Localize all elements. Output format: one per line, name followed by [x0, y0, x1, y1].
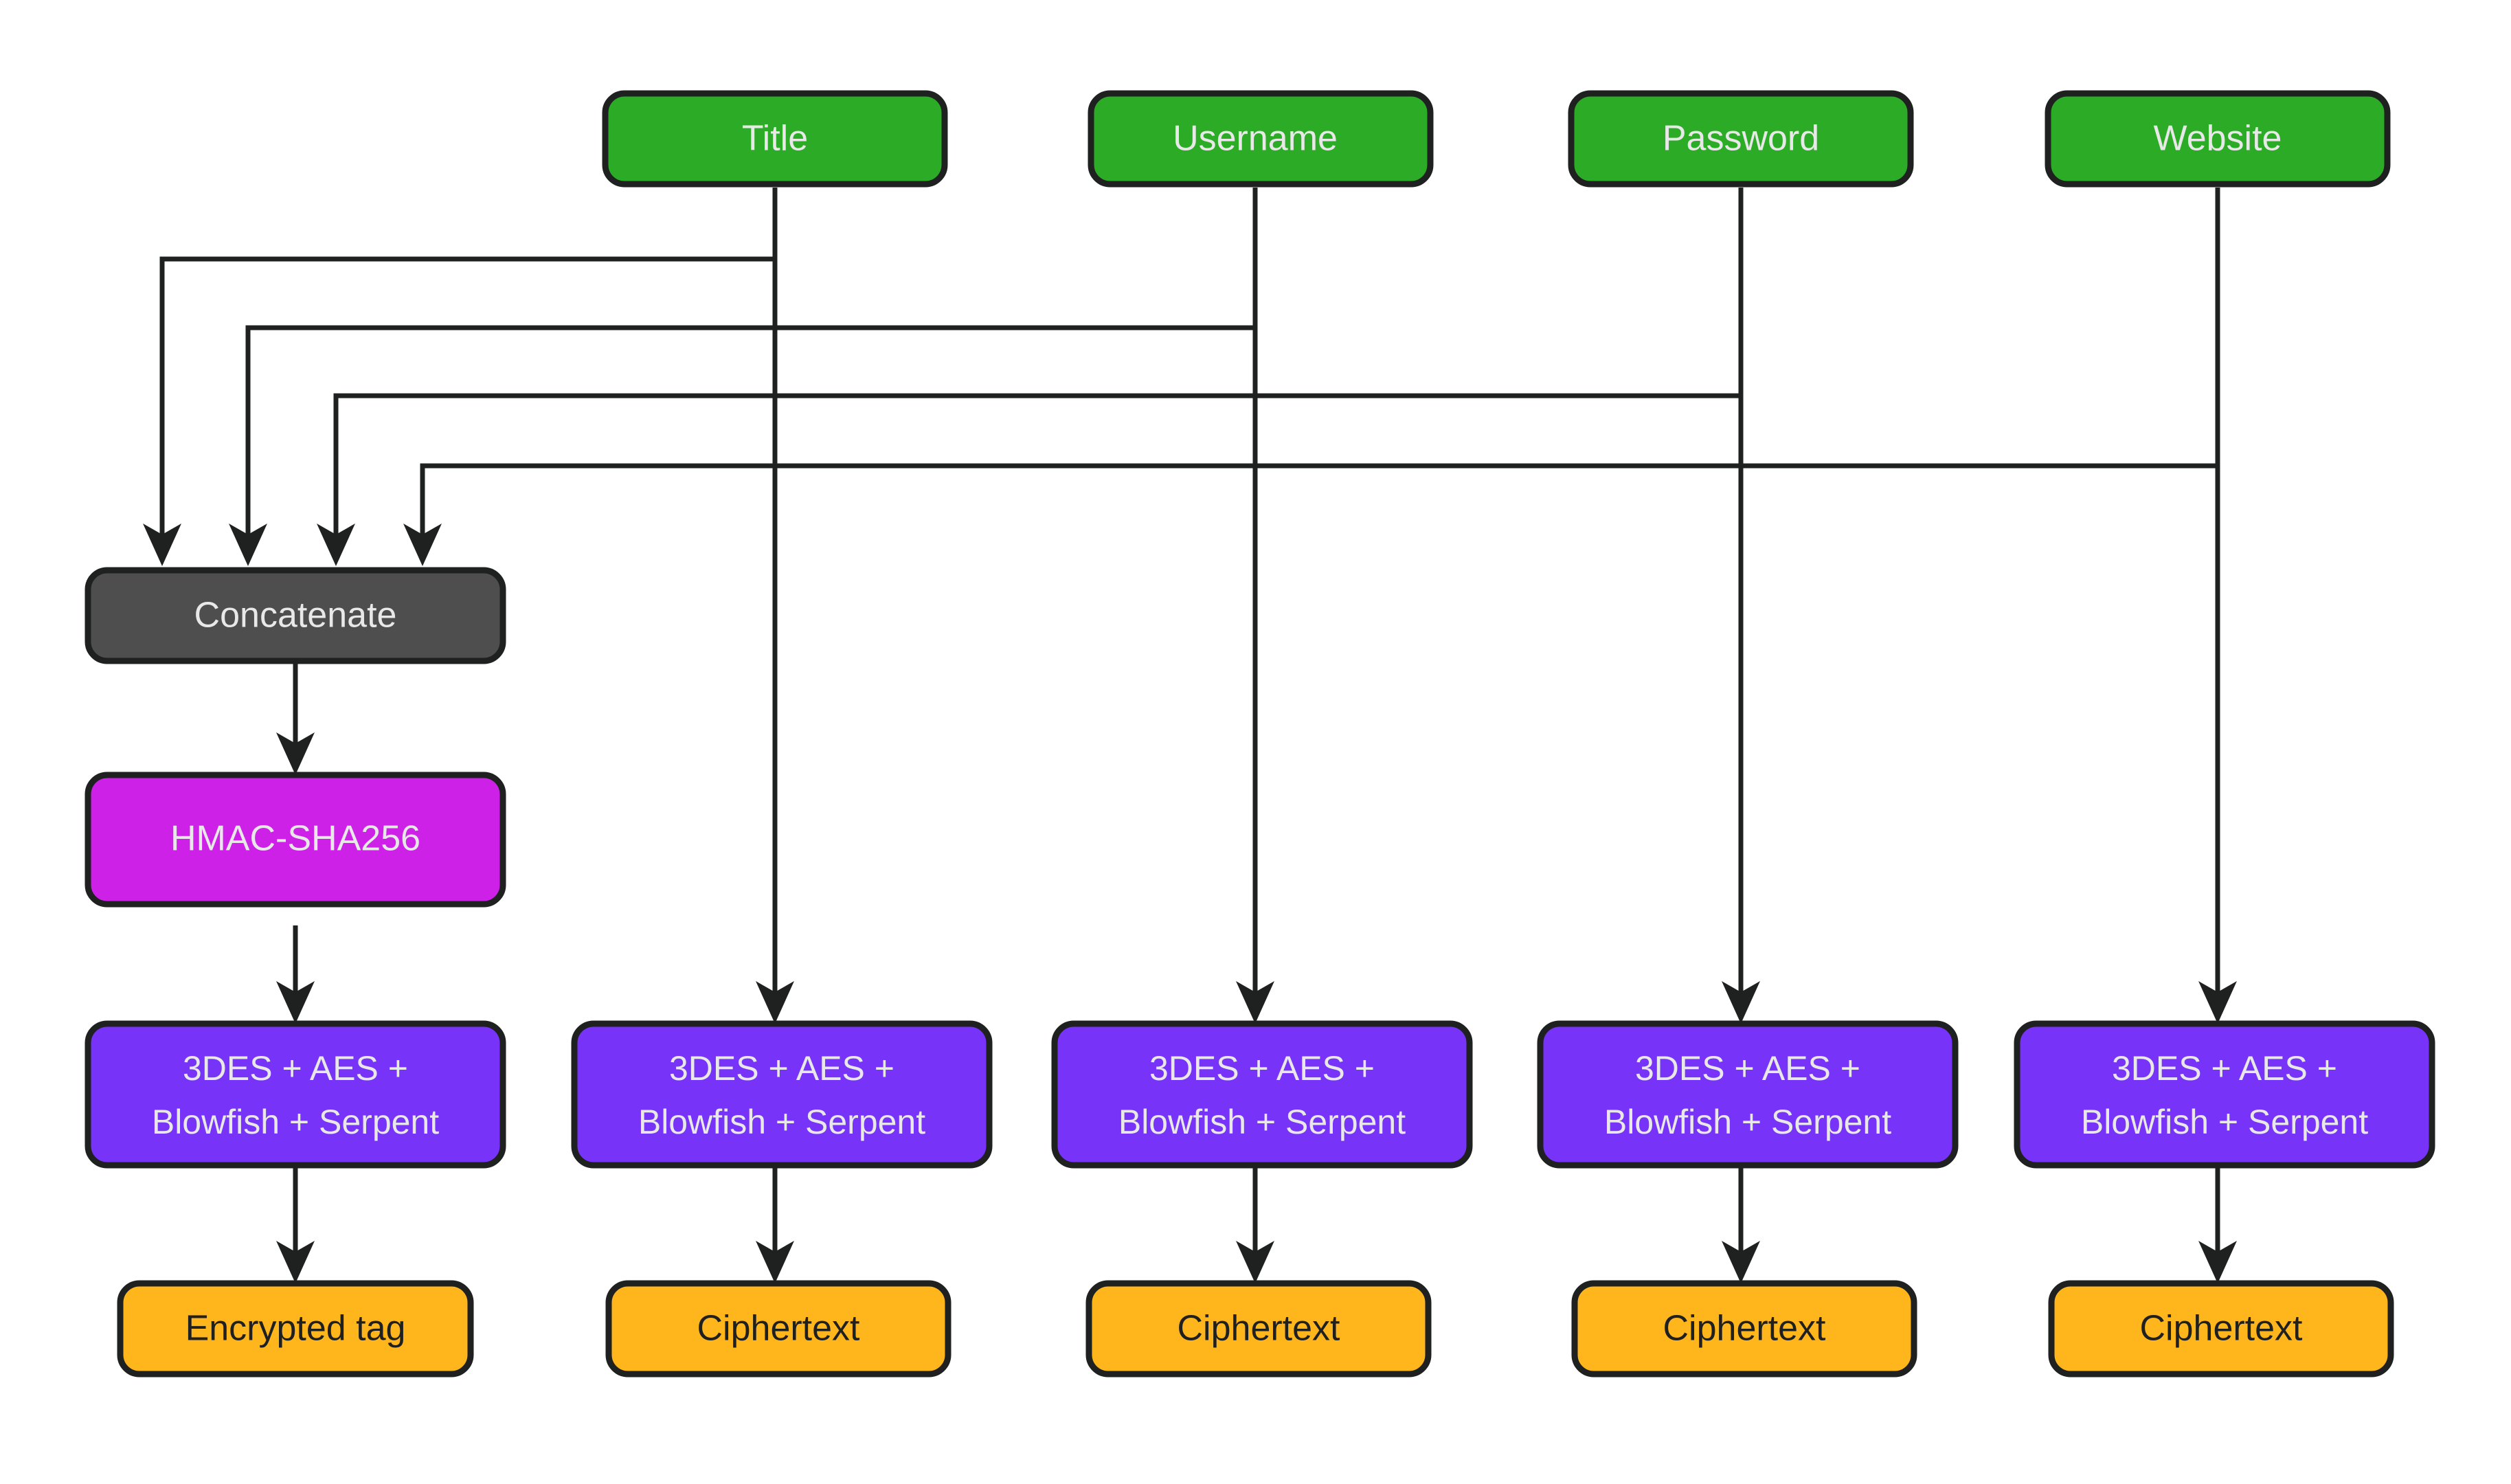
node-password-rect[interactable]: [1568, 90, 1914, 188]
node-ciphertext-username-rect[interactable]: [1085, 1280, 1432, 1378]
node-cipher-chain-website[interactable]: 3DES + AES + Blowfish + Serpent: [2014, 1020, 2435, 1169]
node-cipher-chain-username-rect[interactable]: [1051, 1020, 1473, 1169]
node-website-rect[interactable]: [2045, 90, 2391, 188]
node-ciphertext-password[interactable]: Ciphertext: [1571, 1280, 1917, 1378]
node-ciphertext-username[interactable]: Ciphertext: [1085, 1280, 1432, 1378]
node-hmac-sha256-rect[interactable]: [85, 772, 506, 908]
edge-password-to-concatenate: [333, 188, 1744, 550]
node-ciphertext-password-rect[interactable]: [1571, 1280, 1917, 1378]
arrowhead-username-cipher: [1236, 981, 1274, 1024]
node-concatenate[interactable]: Concatenate: [85, 567, 506, 664]
edge-title-to-concatenate: [159, 188, 778, 550]
node-website[interactable]: Website: [2045, 90, 2391, 188]
arrowhead-website-cipher: [2198, 981, 2237, 1024]
arrowhead-username-concatenate: [229, 524, 267, 566]
node-cipher-chain-tag-rect[interactable]: [85, 1020, 506, 1169]
node-ciphertext-website-rect[interactable]: [2048, 1280, 2394, 1378]
node-username[interactable]: Username: [1088, 90, 1434, 188]
edge-layer: [143, 188, 2237, 1283]
node-cipher-chain-website-rect[interactable]: [2014, 1020, 2435, 1169]
node-cipher-chain-password[interactable]: 3DES + AES + Blowfish + Serpent: [1537, 1020, 1959, 1169]
arrowhead-password-concatenate: [317, 524, 355, 566]
node-hmac-sha256[interactable]: HMAC-SHA256: [85, 772, 506, 908]
arrowhead-cipher-username-output: [1236, 1241, 1274, 1283]
node-cipher-chain-title-rect[interactable]: [571, 1020, 993, 1169]
node-username-rect[interactable]: [1088, 90, 1434, 188]
arrowhead-cipher-title-output: [756, 1241, 794, 1283]
node-title-rect[interactable]: [602, 90, 948, 188]
node-cipher-chain-username[interactable]: 3DES + AES + Blowfish + Serpent: [1051, 1020, 1473, 1169]
node-cipher-chain-title[interactable]: 3DES + AES + Blowfish + Serpent: [571, 1020, 993, 1169]
arrowhead-cipher-password-output: [1722, 1241, 1760, 1283]
edge-website-to-concatenate: [420, 188, 2220, 550]
arrowhead-password-cipher: [1722, 981, 1760, 1024]
node-encrypted-tag[interactable]: Encrypted tag: [117, 1280, 474, 1378]
arrowhead-title-cipher: [756, 981, 794, 1024]
node-ciphertext-title[interactable]: Ciphertext: [605, 1280, 952, 1378]
node-password[interactable]: Password: [1568, 90, 1914, 188]
arrowhead-cipher-tag-output: [276, 1241, 315, 1283]
arrowhead-cipher-website-output: [2198, 1241, 2237, 1283]
node-concatenate-rect[interactable]: [85, 567, 506, 664]
node-cipher-chain-password-rect[interactable]: [1537, 1020, 1959, 1169]
arrowhead-title-concatenate: [143, 524, 181, 566]
node-title[interactable]: Title: [602, 90, 948, 188]
edge-username-to-concatenate: [245, 188, 1258, 550]
node-encrypted-tag-rect[interactable]: [117, 1280, 474, 1378]
arrowhead-hmac-cipher-tag: [276, 981, 315, 1024]
node-ciphertext-website[interactable]: Ciphertext: [2048, 1280, 2394, 1378]
arrowhead-concatenate-hmac: [276, 732, 315, 775]
arrowhead-website-concatenate: [403, 524, 442, 566]
node-cipher-chain-tag[interactable]: 3DES + AES + Blowfish + Serpent: [85, 1020, 506, 1169]
node-ciphertext-title-rect[interactable]: [605, 1280, 952, 1378]
